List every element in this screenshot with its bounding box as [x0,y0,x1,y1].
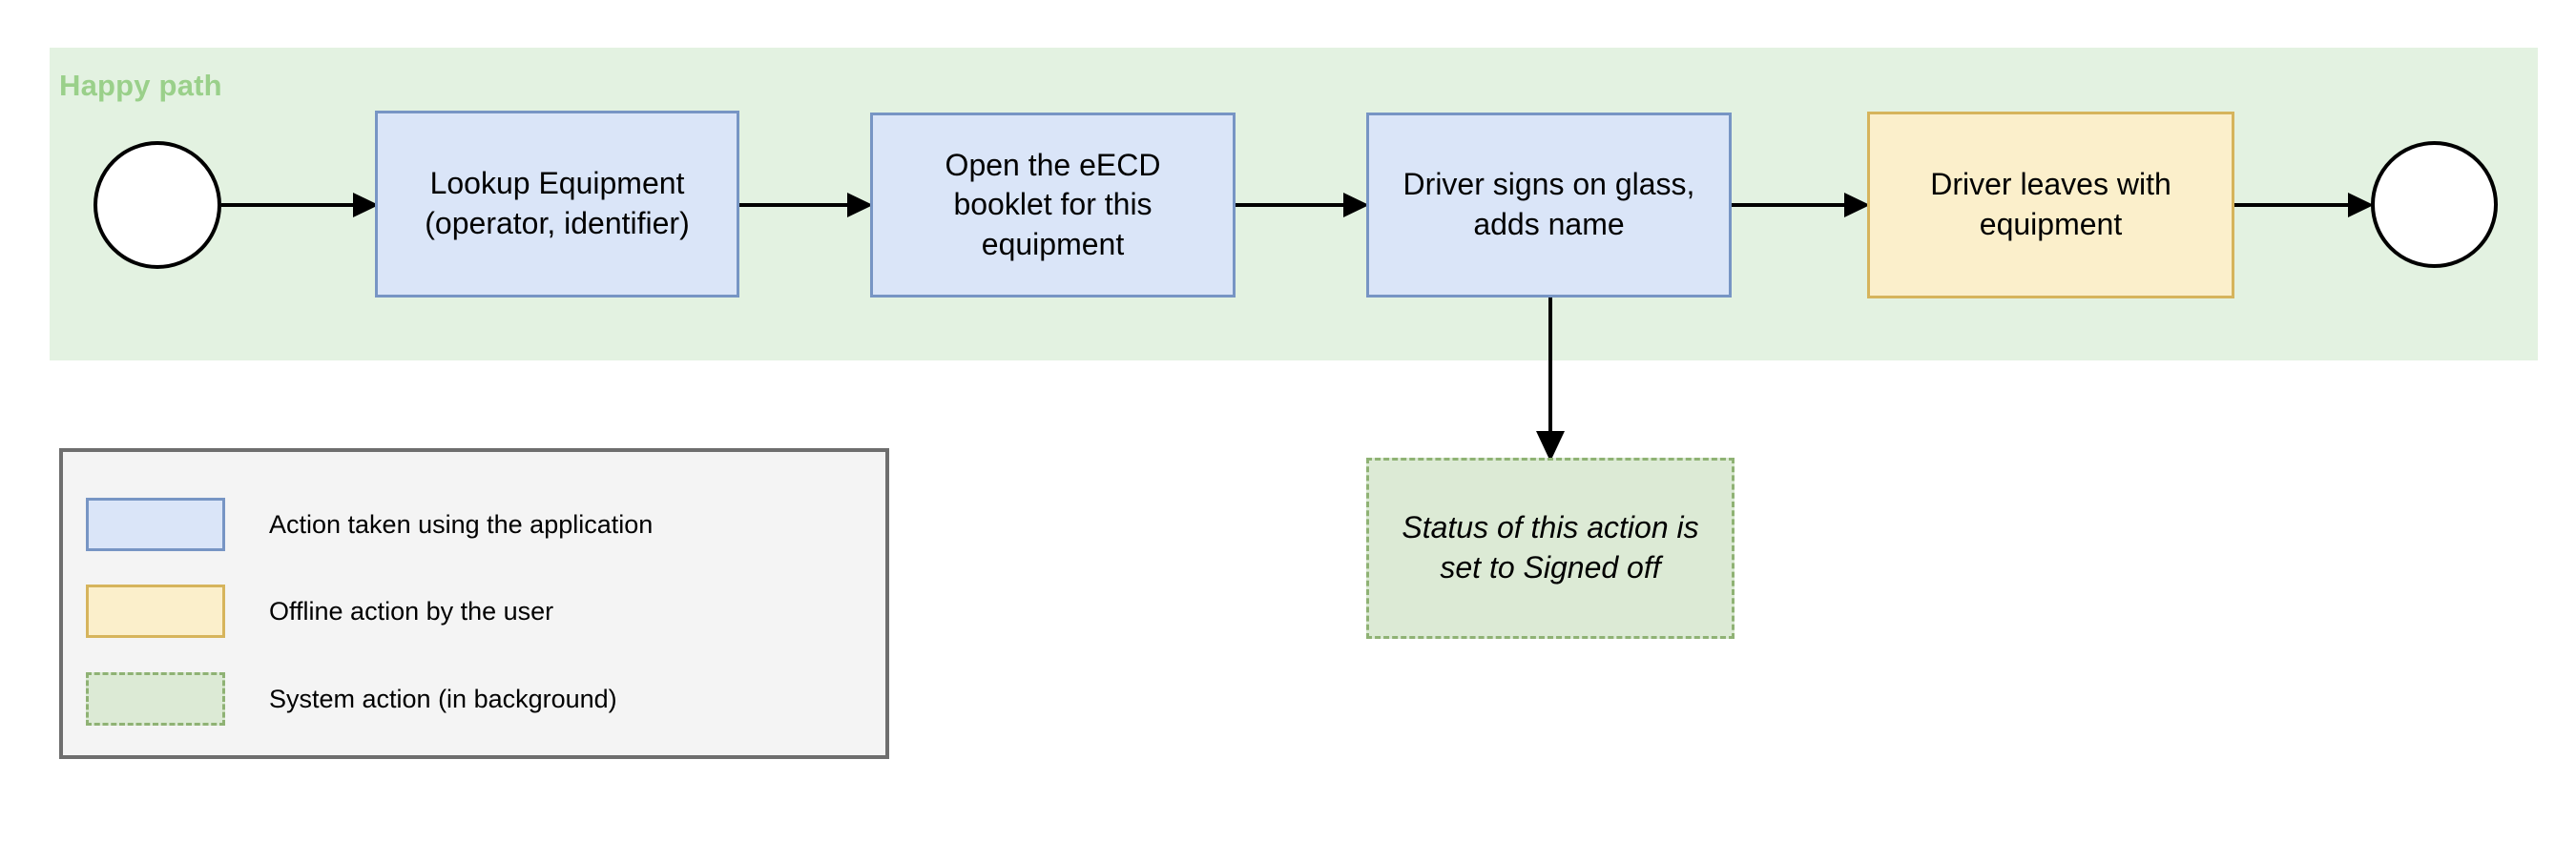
legend-item-application: Action taken using the application [86,497,653,552]
node-driver-signs-on-glass[interactable]: Driver signs on glass, adds name [1366,113,1732,298]
node-label: Driver signs on glass, adds name [1402,167,1695,241]
lane-title: Happy path [59,69,222,102]
legend-label-system: System action (in background) [269,684,617,713]
node-lookup-equipment[interactable]: Lookup Equipment (operator, identifier) [375,111,739,298]
node-driver-leaves-with-equipment[interactable]: Driver leaves with equipment [1867,112,2234,298]
legend-item-system: System action (in background) [86,671,617,727]
legend-panel: Action taken using the application Offli… [59,448,889,759]
node-label: Driver leaves with equipment [1930,167,2171,241]
legend-label-application: Action taken using the application [269,509,654,539]
node-label: Lookup Equipment (operator, identifier) [425,166,690,240]
end-terminator-circle[interactable] [2371,141,2498,268]
node-label: Status of this action is set to Signed o… [1402,510,1699,585]
start-terminator-circle[interactable] [93,141,221,269]
legend-item-offline: Offline action by the user [86,584,553,639]
legend-swatch-application-icon [86,498,225,551]
node-open-eecd-booklet[interactable]: Open the eECD booklet for this equipment [870,113,1236,298]
legend-swatch-offline-icon [86,585,225,638]
legend-label-offline: Offline action by the user [269,596,554,626]
node-status-signed-off[interactable]: Status of this action is set to Signed o… [1366,458,1735,639]
node-label: Open the eECD booklet for this equipment [945,147,1161,261]
legend-swatch-system-icon [86,672,225,726]
